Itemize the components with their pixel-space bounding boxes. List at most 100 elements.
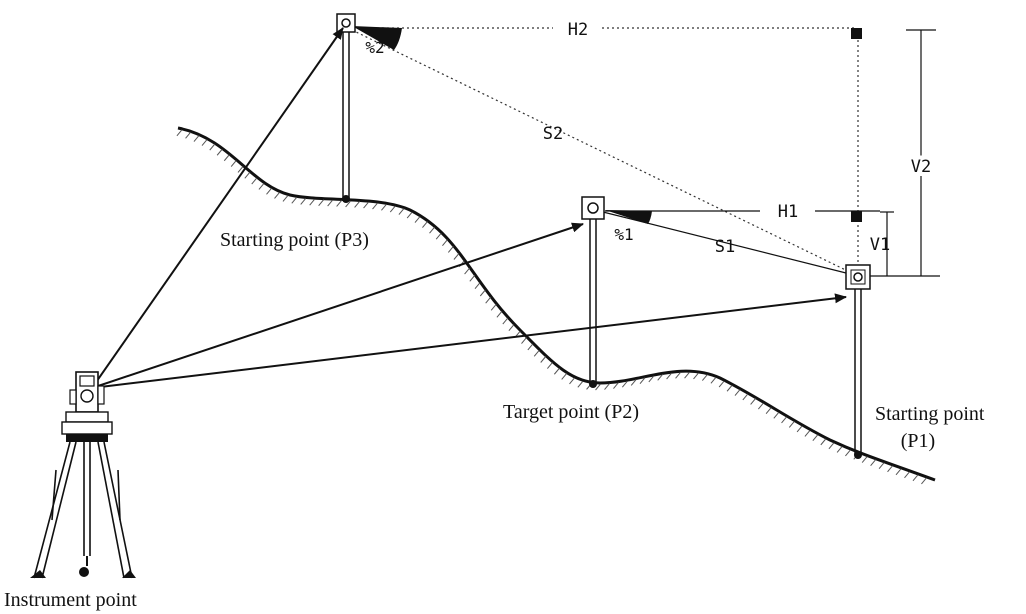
label-instrument-point: Instrument point	[4, 589, 137, 611]
prism-icon	[341, 18, 351, 28]
ground-hatch	[912, 474, 919, 482]
ground-hatch	[345, 200, 352, 208]
label-target-point-p2: Target point (P2)	[503, 401, 639, 423]
ground-hatch	[547, 362, 553, 369]
ground-hatch	[406, 211, 413, 219]
ground-hatch	[363, 201, 369, 209]
ground-hatch	[479, 289, 486, 297]
sight-lines	[91, 27, 847, 389]
ground-hatch	[895, 468, 902, 476]
ground-hatch	[442, 239, 448, 246]
ground-hatch	[675, 371, 681, 379]
sight-line-to-p1	[91, 293, 847, 389]
ground-hatch	[828, 442, 835, 450]
ground-hatch	[812, 434, 819, 442]
label-percent-2: %2	[365, 38, 384, 57]
ground-hatch	[435, 232, 442, 240]
s2-slope-line	[351, 29, 859, 277]
label-s2: S2	[543, 124, 563, 144]
ground-hatch	[613, 382, 619, 389]
ground-hatch	[216, 148, 223, 156]
terrain	[176, 126, 936, 485]
ground-hatch	[820, 438, 827, 446]
ground-hatch	[878, 462, 885, 470]
ground-hatch	[639, 377, 646, 384]
ground-hatch	[788, 421, 795, 428]
total-station-icon	[30, 371, 136, 579]
ground-hatch	[710, 376, 717, 384]
ground-hatch	[781, 416, 787, 424]
ground-hatch	[274, 192, 280, 199]
ground-hatch	[630, 379, 637, 386]
angle-wedge-pct2	[352, 26, 402, 50]
ground-hatch	[657, 373, 664, 381]
ground-hatch	[904, 471, 910, 479]
ground-hatch	[354, 201, 360, 208]
ground-point-p2	[589, 380, 597, 388]
ground-hatch	[561, 373, 568, 380]
sight-line-to-p3	[91, 27, 344, 389]
measurement-lines	[352, 26, 940, 277]
ground-hatch	[447, 246, 454, 253]
ground-hatch	[237, 166, 244, 173]
reference-lines	[351, 27, 859, 277]
ground-hatch	[540, 356, 547, 363]
ground-hatch	[201, 139, 208, 146]
ground-hatch	[521, 337, 527, 344]
ground-hatch	[422, 221, 428, 228]
ground-hatch	[765, 407, 772, 414]
label-percent-1: %1	[614, 225, 633, 244]
ground-hatch	[757, 402, 764, 410]
ground-hatch	[845, 449, 851, 457]
ground-hatch	[750, 398, 757, 405]
ground-hatch	[300, 198, 307, 205]
ground-hatch	[502, 317, 509, 325]
ground-hatch	[577, 380, 584, 388]
prism-target-box	[581, 196, 605, 220]
ground-hatch	[389, 205, 396, 213]
ground-hatch	[533, 349, 540, 357]
ground-hatch	[282, 195, 289, 202]
prism-p1	[845, 264, 871, 459]
ground-hatch	[193, 135, 200, 142]
angle-wedge-pct1	[605, 210, 652, 224]
prism-p3	[336, 13, 356, 203]
ground-hatch	[921, 477, 927, 485]
ground-hatch	[251, 177, 258, 185]
ground-hatch	[185, 131, 191, 139]
label-h1: H1	[778, 202, 798, 222]
ground-point-p3	[342, 195, 350, 203]
prism-target-box	[336, 13, 356, 33]
ground-hatch	[398, 208, 405, 215]
ground-hatch	[569, 377, 575, 385]
ground-hatch	[508, 324, 515, 332]
ground-hatch	[604, 383, 610, 390]
ground-hatch	[266, 187, 272, 195]
ground-hatch	[258, 183, 265, 190]
prism-target-box	[845, 264, 871, 290]
ground-hatch	[595, 383, 601, 391]
label-starting-point-p1: Starting point	[875, 403, 985, 425]
ground-hatch	[870, 459, 876, 466]
prism-icon	[853, 272, 863, 282]
ground-hatch	[381, 203, 387, 211]
ground-hatch	[796, 425, 803, 433]
label-s1: S1	[715, 237, 735, 257]
ground-hatch	[230, 160, 237, 167]
ground-point-p1	[854, 451, 862, 459]
ground-hatch	[701, 374, 708, 381]
ground-hatch	[176, 129, 183, 137]
ground-hatch	[464, 267, 470, 275]
ground-hatch	[291, 196, 298, 204]
ground-hatch	[372, 202, 378, 210]
right-angle-marker-h2	[851, 28, 862, 39]
ground-hatch	[621, 380, 628, 388]
sight-line-to-p2	[91, 222, 584, 389]
ground-hatch	[429, 226, 435, 234]
instrument-ground-point	[79, 567, 89, 577]
prism-p2	[581, 196, 605, 388]
right-angle-marker-h1	[851, 211, 862, 222]
labels: Starting point (P3) Target point (P2) St…	[4, 20, 985, 611]
ground-hatch	[490, 303, 497, 311]
ground-hatch	[836, 446, 843, 453]
